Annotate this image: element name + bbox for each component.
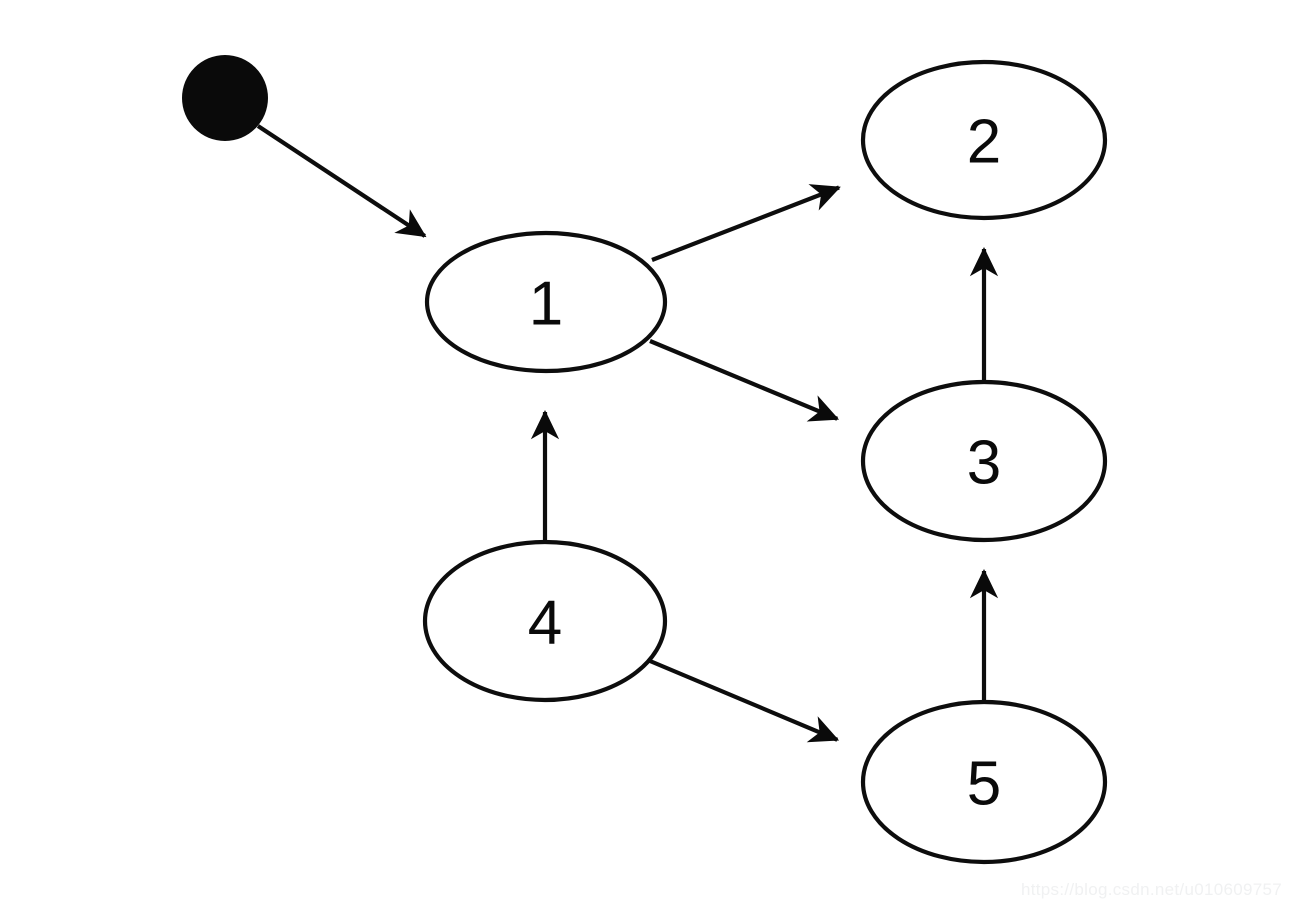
- node-5[interactable]: 5: [860, 699, 1108, 865]
- node-4-label: 4: [528, 589, 562, 658]
- edge-4-to-5: [649, 659, 840, 743]
- edges-layer: [256, 124, 999, 743]
- node-2[interactable]: 2: [860, 59, 1108, 221]
- edge-start-to-1: [256, 124, 427, 238]
- nodes-layer: 1 2 3 4 5: [422, 59, 1108, 865]
- start-node-dot[interactable]: [182, 55, 268, 141]
- node-2-label: 2: [967, 108, 1001, 177]
- node-3-label: 3: [967, 429, 1001, 498]
- node-4[interactable]: 4: [422, 539, 668, 703]
- node-5-label: 5: [967, 750, 1001, 819]
- node-1-label: 1: [529, 270, 563, 339]
- node-3[interactable]: 3: [860, 379, 1108, 543]
- node-1[interactable]: 1: [424, 230, 668, 374]
- edge-1-to-2: [651, 184, 841, 262]
- watermark-text: https://blog.csdn.net/u010609757: [1020, 880, 1282, 899]
- edge-1-to-3: [649, 339, 840, 422]
